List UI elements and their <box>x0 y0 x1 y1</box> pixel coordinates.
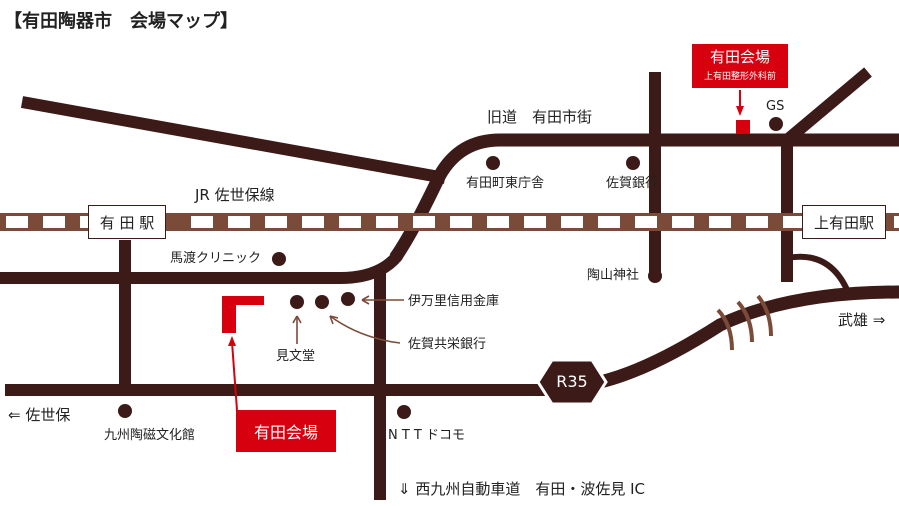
dot-town-office <box>486 156 500 170</box>
road-west-upper <box>0 251 403 284</box>
pointer-arrows <box>292 295 404 344</box>
label-ceramic-hall: 九州陶磁文化館 <box>104 428 196 443</box>
venue-north-text: 有田会場 <box>709 48 770 66</box>
venue-markers <box>222 120 750 333</box>
rail-tie <box>598 216 620 228</box>
rail-tie <box>450 216 472 228</box>
rail-tie <box>339 216 361 228</box>
dot-toyama-shrine <box>648 269 662 283</box>
venue-north-label: 有田会場 上有田整形外科前 <box>692 44 788 88</box>
road-loop <box>786 253 851 294</box>
venue-pointers <box>228 90 744 411</box>
venue-north-marker <box>736 120 750 134</box>
dot-saga-bank-north <box>626 156 640 170</box>
old-road-label: 旧道 有田市街 <box>487 108 593 126</box>
rail-tie <box>709 216 731 228</box>
rail-tie <box>524 216 546 228</box>
rail-tie <box>228 216 250 228</box>
label-saga-kyoei: 佐賀共栄銀行 <box>408 337 487 352</box>
rail-tie <box>635 216 657 228</box>
label-clinic: 馬渡クリニック <box>170 251 262 266</box>
rail-tie <box>894 216 899 228</box>
road-route35 <box>598 285 899 389</box>
rail-tie <box>487 216 509 228</box>
label-toyama-shrine: 陶山神社 <box>587 268 640 283</box>
label-imari-credit: 伊万里信用金庫 <box>408 294 500 309</box>
rail-tie <box>376 216 398 228</box>
label-gs: GS <box>766 99 785 114</box>
venue-north-subtext: 上有田整形外科前 <box>703 71 776 82</box>
station-arita: 有 田 駅 <box>88 205 166 239</box>
rail-tie <box>561 216 583 228</box>
direction-expressway: ⇓ 西九州自動車道 有田・波佐見 IC <box>398 480 646 498</box>
route35-badge <box>536 358 608 406</box>
venue-main-label: 有田会場 <box>236 410 336 452</box>
dot-saga-kyoei <box>315 295 329 309</box>
dot-ntt <box>397 405 411 419</box>
direction-takeo: 武雄 ⇒ <box>838 311 886 329</box>
label-town-office: 有田町東庁舎 <box>466 176 545 191</box>
rail-tie <box>265 216 287 228</box>
label-saga-bank-north: 佐賀銀行 <box>606 176 659 191</box>
rail-tie <box>783 216 805 228</box>
rail-tie <box>302 216 324 228</box>
rail-tie <box>672 216 694 228</box>
rail-tie <box>6 216 28 228</box>
roads <box>0 67 899 500</box>
map-title: 【有田陶器市 会場マップ】 <box>4 11 238 32</box>
station-kami-arita: 上有田駅 <box>802 205 886 239</box>
dot-kenbundo <box>290 295 304 309</box>
label-kenbundo: 見文堂 <box>276 349 316 364</box>
road-diagonal-northwest <box>20 96 447 184</box>
rail-line-label: JR 佐世保線 <box>195 186 275 204</box>
rail-tie <box>413 216 435 228</box>
route35-label: R35 <box>556 372 588 391</box>
rail-tie <box>746 216 768 228</box>
road-northeast <box>783 67 872 145</box>
rail-tie <box>43 216 65 228</box>
dot-imari-credit <box>341 292 355 306</box>
dot-gs <box>769 117 783 131</box>
dot-ceramic-hall <box>118 404 132 418</box>
railway <box>0 213 899 231</box>
dot-clinic <box>272 252 286 266</box>
road-old-town <box>389 133 899 262</box>
venue-main-marker <box>222 296 264 333</box>
landmark-dots <box>118 117 783 419</box>
direction-sasebo: ⇐ 佐世保 <box>8 406 71 424</box>
bridge-arcs <box>716 294 773 351</box>
rail-tie <box>191 216 213 228</box>
venue-main-text: 有田会場 <box>253 423 318 442</box>
label-ntt: N T T ドコモ <box>388 428 466 443</box>
